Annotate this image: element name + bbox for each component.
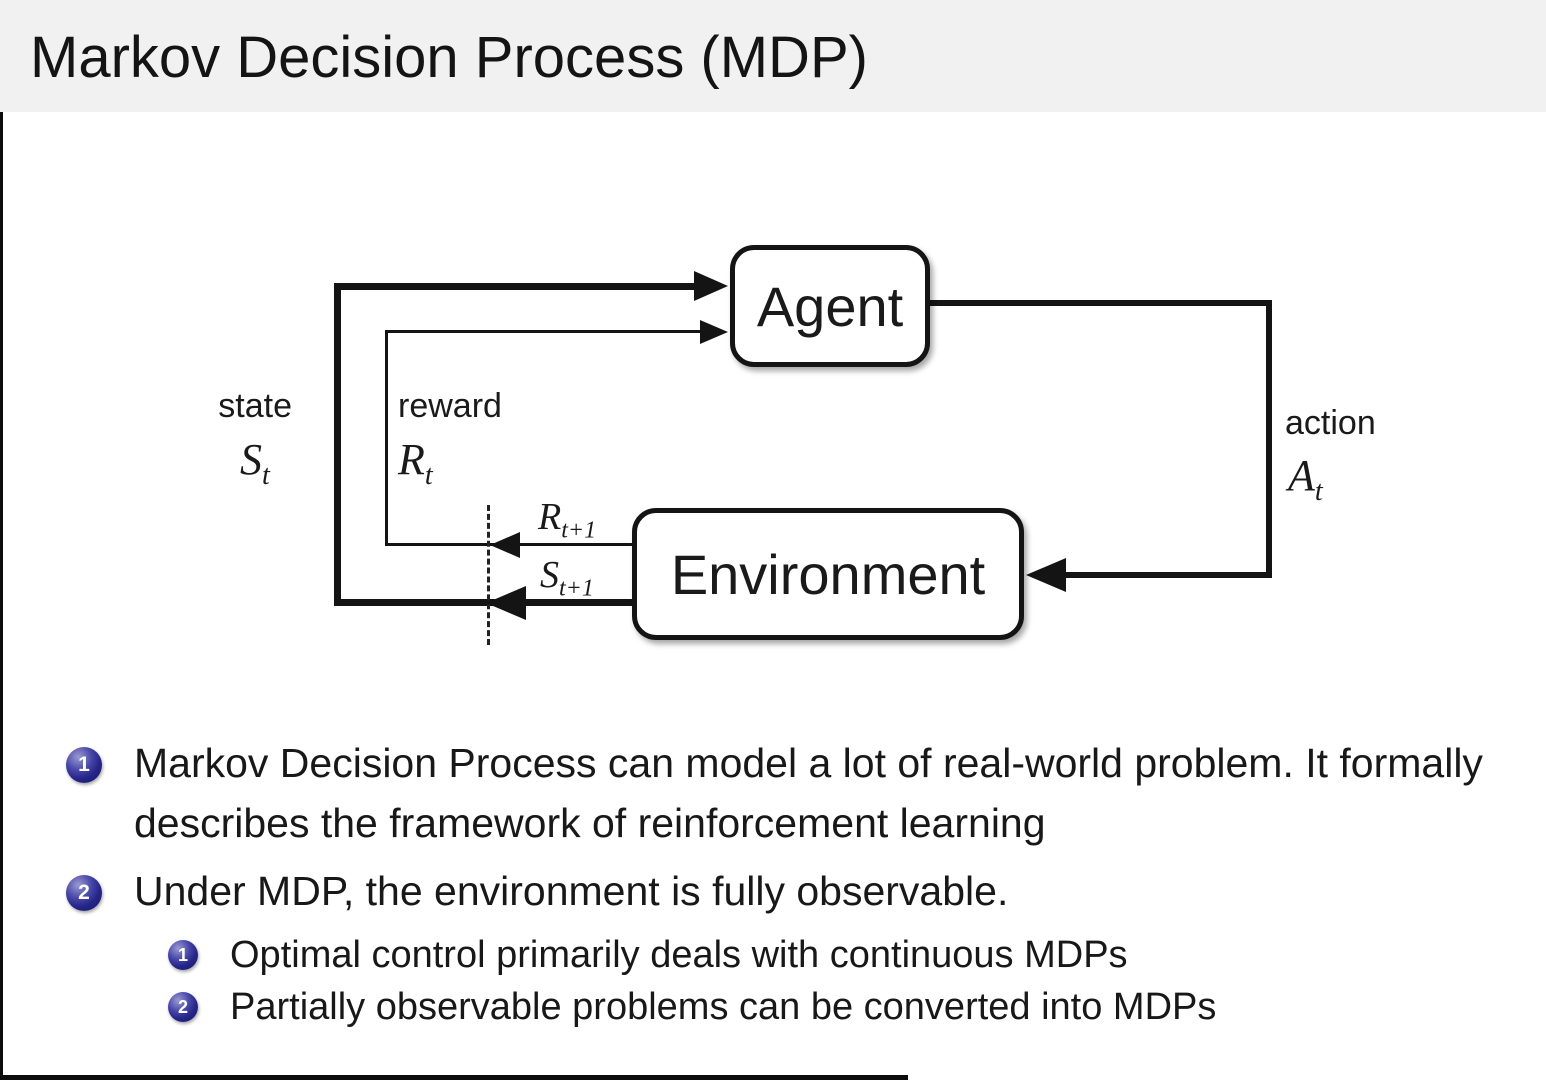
bullet-1-text: Markov Decision Process can model a lot … — [134, 740, 1483, 846]
next-reward-arrowhead-icon — [490, 532, 520, 558]
next-state-arrowhead-icon — [486, 586, 526, 620]
state-line-vertical — [334, 283, 341, 606]
bullet-2-badge: 2 — [66, 875, 102, 911]
bullet-1-badge: 1 — [66, 747, 102, 783]
action-line-to-environment — [1060, 572, 1272, 578]
sub-bullet-1-badge: 1 — [168, 940, 198, 970]
time-step-dashed-line — [487, 505, 490, 645]
action-line-from-agent — [925, 300, 1272, 306]
reward-symbol: Rt — [398, 435, 433, 491]
reward-line-vertical — [385, 330, 388, 545]
action-symbol: At — [1288, 451, 1323, 507]
environment-box: Environment — [632, 508, 1024, 640]
state-arrowhead-icon — [694, 271, 728, 301]
list-item: 1 Optimal control primarily deals with c… — [0, 929, 1546, 981]
action-arrowhead-icon — [1026, 558, 1066, 592]
next-reward-symbol: Rt+1 — [538, 496, 597, 544]
list-item: 2 Partially observable problems can be c… — [0, 981, 1546, 1033]
agent-box: Agent — [730, 245, 930, 367]
state-line-to-agent — [334, 283, 694, 290]
action-line-vertical — [1266, 300, 1272, 578]
next-state-line-from-environment — [334, 599, 634, 606]
reward-line-to-agent — [385, 330, 702, 333]
list-item: 1 Markov Decision Process can model a lo… — [0, 733, 1546, 853]
title-bar: Markov Decision Process (MDP) — [0, 0, 1546, 112]
state-symbol: St — [240, 435, 270, 491]
agent-box-label: Agent — [756, 274, 904, 338]
next-state-symbol: St+1 — [540, 554, 594, 602]
reward-label: reward — [398, 387, 502, 425]
action-label: action — [1285, 404, 1376, 442]
state-label: state — [218, 387, 292, 425]
left-border — [0, 0, 3, 1080]
sub-bullet-2-text: Partially observable problems can be con… — [230, 986, 1217, 1028]
sub-bullet-2-badge: 2 — [168, 992, 198, 1022]
sub-bullet-1-text: Optimal control primarily deals with con… — [230, 934, 1128, 976]
bullet-list: 1 Markov Decision Process can model a lo… — [0, 733, 1546, 1033]
bullet-2-text: Under MDP, the environment is fully obse… — [134, 868, 1009, 914]
bottom-border — [0, 1075, 908, 1080]
list-item: 2 Under MDP, the environment is fully ob… — [0, 861, 1546, 921]
reward-arrowhead-icon — [700, 320, 728, 344]
environment-box-label: Environment — [670, 542, 986, 606]
page-title: Markov Decision Process (MDP) — [30, 25, 868, 90]
sub-bullet-list: 1 Optimal control primarily deals with c… — [0, 929, 1546, 1033]
